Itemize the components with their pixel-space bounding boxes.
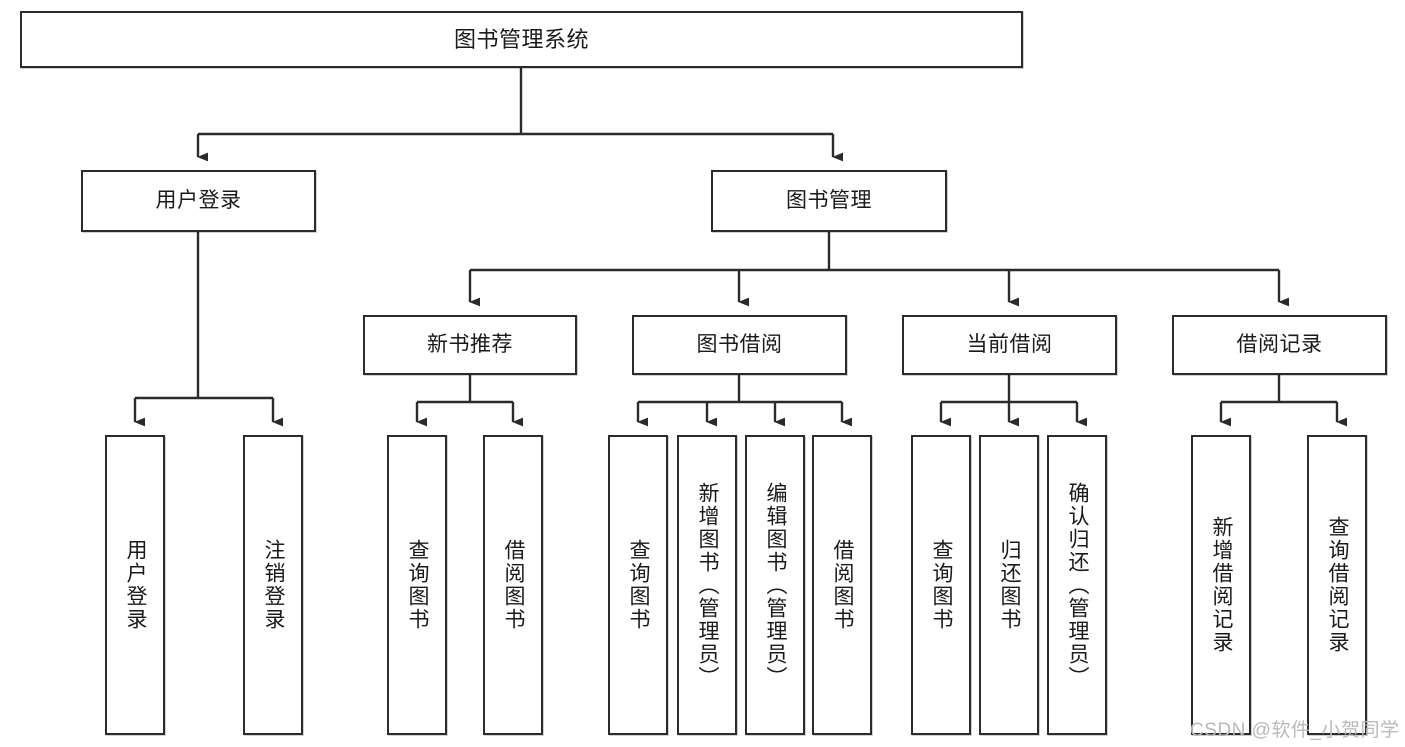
node-label: 图书借阅	[696, 332, 783, 356]
node-label: 借阅记录	[1236, 332, 1323, 356]
leaf-borrow-book[interactable]: 借阅图书	[812, 435, 872, 735]
node-label: 编辑图书（管理员）	[764, 481, 788, 689]
leaf-query-book-borrow[interactable]: 查询图书	[608, 435, 668, 735]
node-label: 借阅图书	[831, 539, 855, 631]
leaf-user-login[interactable]: 用户登录	[105, 435, 165, 735]
leaf-confirm-return[interactable]: 确认归还（管理员）	[1047, 435, 1107, 735]
node-label: 用户登录	[155, 188, 242, 212]
node-new-book-recommend[interactable]: 新书推荐	[363, 315, 577, 375]
node-label: 新书推荐	[427, 332, 513, 356]
node-label: 图书管理	[786, 188, 872, 212]
node-borrow-record[interactable]: 借阅记录	[1172, 315, 1387, 375]
node-label: 查询图书	[930, 539, 954, 631]
leaf-query-book-current[interactable]: 查询图书	[911, 435, 971, 735]
node-book-borrow[interactable]: 图书借阅	[632, 315, 847, 375]
node-label: 查询借阅记录	[1326, 516, 1350, 654]
leaf-query-borrow-record[interactable]: 查询借阅记录	[1307, 435, 1367, 735]
node-root-system[interactable]: 图书管理系统	[20, 11, 1023, 68]
leaf-return-book[interactable]: 归还图书	[979, 435, 1039, 735]
leaf-query-book-recommend[interactable]: 查询图书	[387, 435, 447, 735]
node-label: 查询图书	[406, 539, 430, 631]
node-label: 借阅图书	[502, 539, 526, 631]
leaf-add-book[interactable]: 新增图书（管理员）	[677, 435, 737, 735]
node-label: 新增借阅记录	[1210, 516, 1234, 654]
node-label: 用户登录	[124, 539, 148, 631]
node-label: 注销登录	[262, 539, 286, 631]
node-label: 归还图书	[998, 539, 1022, 631]
leaf-edit-book[interactable]: 编辑图书（管理员）	[745, 435, 805, 735]
leaf-user-logout[interactable]: 注销登录	[243, 435, 303, 735]
leaf-add-borrow-record[interactable]: 新增借阅记录	[1191, 435, 1251, 735]
node-label: 图书管理系统	[453, 26, 589, 52]
node-book-manage[interactable]: 图书管理	[711, 170, 947, 232]
node-user-login[interactable]: 用户登录	[81, 170, 316, 232]
csdn-watermark: CSDN @软件_小贺同学	[1190, 720, 1400, 741]
node-label: 查询图书	[627, 539, 651, 631]
node-label: 新增图书（管理员）	[696, 481, 720, 689]
node-label: 确认归还（管理员）	[1066, 481, 1090, 689]
node-current-borrow[interactable]: 当前借阅	[902, 315, 1117, 375]
node-label: 当前借阅	[966, 332, 1053, 356]
leaf-borrow-book-recommend[interactable]: 借阅图书	[483, 435, 543, 735]
